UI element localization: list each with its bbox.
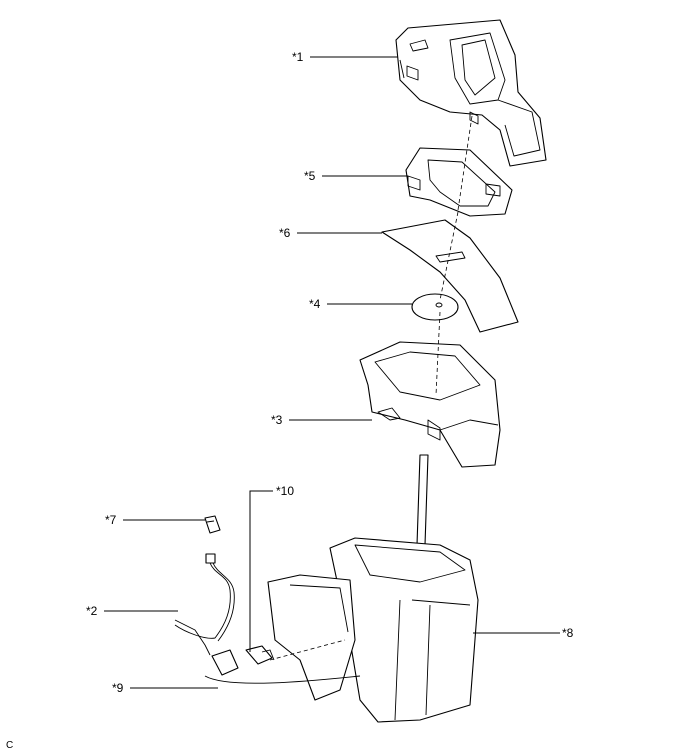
callout-labels: *1 *5 *6 *4 *3 *10 *7 *2 *8 *9	[86, 50, 574, 695]
callout-4: *4	[309, 297, 321, 311]
callout-1: *1	[292, 50, 304, 64]
part-3-slide-holder	[359, 341, 501, 468]
part-1-indicator-housing	[395, 19, 547, 167]
corner-code: C	[6, 740, 13, 751]
part-2-wire-harness	[174, 553, 235, 656]
part-9-connector	[204, 649, 361, 684]
callout-9: *9	[112, 681, 124, 695]
part-7-clip	[204, 515, 221, 534]
callout-10: *10	[276, 484, 294, 498]
part-8-shift-lever-base	[267, 454, 479, 723]
callout-6: *6	[279, 226, 291, 240]
callout-7: *7	[105, 513, 117, 527]
assembly-axis-line	[269, 115, 473, 661]
part-6-slide-cover	[381, 219, 519, 333]
part-10-switch	[245, 645, 275, 665]
callout-2: *2	[86, 604, 98, 618]
callout-3: *3	[271, 413, 283, 427]
callout-5: *5	[304, 169, 316, 183]
part-4-disc	[411, 293, 459, 321]
callout-8: *8	[562, 626, 574, 640]
leader-lines	[104, 56, 560, 689]
part-5-indicator-plate	[405, 147, 513, 217]
